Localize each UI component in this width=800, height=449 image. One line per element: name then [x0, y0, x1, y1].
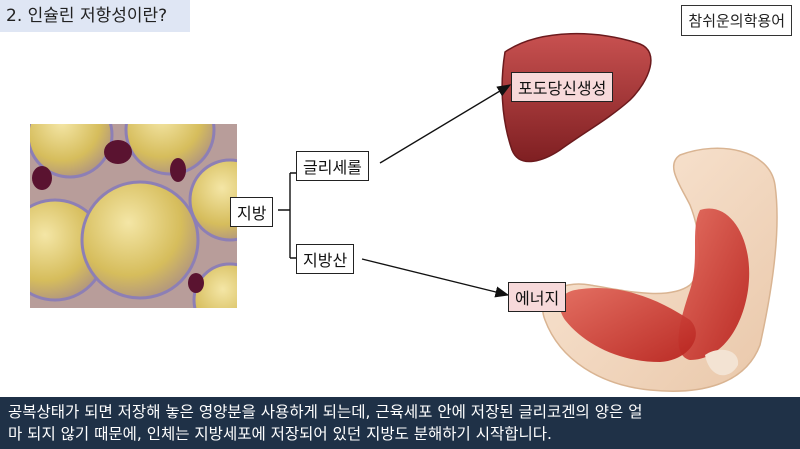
label-fatty-acid: 지방산 [296, 244, 355, 274]
brand-label: 참쉬운의학용어 [681, 5, 792, 36]
label-gluconeogenesis: 포도당신생성 [511, 72, 614, 102]
caption-line-2: 마 되지 않기 때문에, 인체는 지방세포에 저장되어 있던 지방도 분해하기 … [8, 425, 552, 443]
caption-bar: 공복상태가 되면 저장해 놓은 영양분을 사용하게 되는데, 근육세포 안에 저… [0, 397, 800, 449]
label-glycerol: 글리세롤 [296, 151, 369, 181]
connector-lines [278, 84, 512, 298]
fat-cells-image [30, 124, 237, 308]
caption-line-1: 공복상태가 되면 저장해 놓은 영양분을 사용하게 되는데, 근육세포 안에 저… [8, 403, 643, 421]
page-title: 2. 인슐린 저항성이란? [0, 0, 190, 32]
arm-muscle-image [542, 147, 778, 392]
label-fat: 지방 [230, 197, 274, 227]
label-energy: 에너지 [508, 282, 567, 312]
